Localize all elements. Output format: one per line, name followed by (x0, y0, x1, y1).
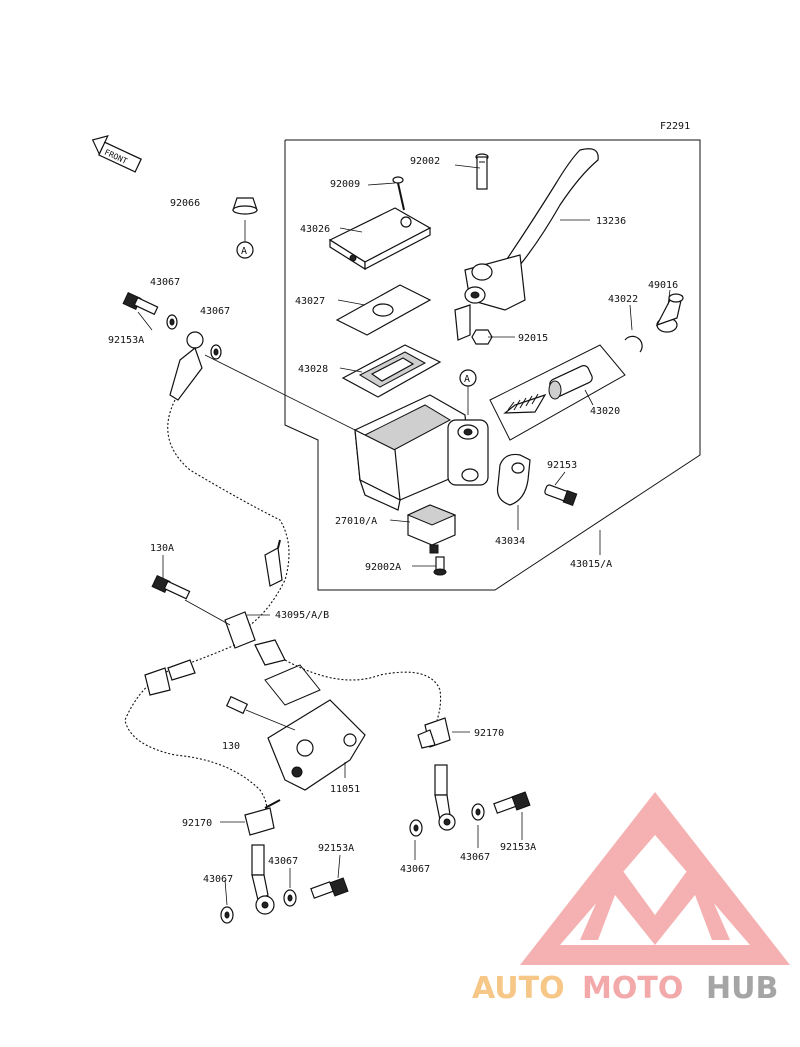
brake-lever-13236 (454, 148, 599, 341)
washer-43067-left1 (220, 906, 234, 924)
bolt-130a (151, 574, 191, 600)
banjo-fitting-upper (169, 331, 204, 401)
banjo-fitting-right (434, 764, 456, 831)
watermark-triangle-inner (560, 835, 750, 945)
ref-marker-a-body: A (459, 369, 477, 415)
diaphragm-43028 (341, 344, 442, 398)
label-92153a-left: 92153A (318, 843, 354, 854)
banjo-bolt-92153a-upper (122, 291, 159, 316)
label-11051: 11051 (330, 784, 360, 795)
banjo-fitting-left (251, 844, 275, 915)
ref-marker-a-body-text: A (464, 374, 470, 385)
hose-fitting-mid (264, 539, 283, 587)
label-43067-upper1: 43067 (150, 277, 180, 288)
banjo-bolt-92153a-right (493, 791, 531, 814)
figure-code: F2291 (660, 121, 690, 132)
hose-fitting-92170-right (417, 717, 451, 749)
hose-guide-box (264, 664, 321, 706)
bolt-92153 (544, 484, 578, 506)
washer-43067-right2 (471, 803, 485, 821)
ref-marker-a-upper-text: A (241, 246, 247, 257)
label-92170-right: 92170 (474, 728, 504, 739)
cap-92066 (232, 197, 258, 215)
brake-hose-right (284, 659, 442, 721)
label-43067-left1: 43067 (203, 874, 233, 885)
front-arrow-icon: FRONT (91, 135, 142, 173)
label-43015a: 43015/A (570, 559, 612, 570)
label-92153: 92153 (547, 460, 577, 471)
brake-hose-upper (167, 399, 290, 626)
bracket-11051 (225, 695, 366, 791)
ref-marker-a-upper: A (236, 220, 254, 259)
master-cylinder-body (354, 394, 489, 511)
label-92153a-upper: 92153A (108, 335, 144, 346)
leader-lines (137, 164, 671, 906)
label-92015: 92015 (518, 333, 548, 344)
label-92153a-right: 92153A (500, 842, 536, 853)
hose-fitting-92170-left (244, 799, 281, 836)
label-92002: 92002 (410, 156, 440, 167)
plate-43027 (335, 284, 432, 336)
label-43095: 43095/A/B (275, 610, 329, 621)
label-92170-left: 92170 (182, 818, 212, 829)
label-13236: 13236 (596, 216, 626, 227)
label-43067-left2: 43067 (268, 856, 298, 867)
label-43027: 43027 (295, 296, 325, 307)
watermark-logo: AUTO MOTO HUB (472, 792, 790, 1006)
clamp-43034 (496, 453, 531, 506)
junction-43095 (184, 599, 286, 666)
label-43034: 43034 (495, 536, 525, 547)
screw-92002a (433, 556, 447, 576)
watermark-m-shape (580, 860, 730, 945)
brake-hose-left (124, 644, 268, 816)
label-130: 130 (222, 741, 240, 752)
hose-fitting-left-top (144, 659, 196, 696)
washer-43067-upper2 (210, 344, 222, 360)
label-43022: 43022 (608, 294, 638, 305)
circlip-43022 (624, 335, 643, 353)
piston-kit-43020 (503, 365, 593, 414)
watermark-text-moto: MOTO (582, 971, 683, 1006)
piston-group-box (489, 344, 626, 441)
watermark-text-hub: HUB (706, 971, 778, 1006)
label-27010a: 27010/A (335, 516, 377, 527)
switch-27010 (406, 504, 457, 554)
label-43067-right2: 43067 (460, 852, 490, 863)
label-130a: 130A (150, 543, 174, 554)
label-92002a: 92002A (365, 562, 401, 573)
assembly-box-43015 (284, 139, 701, 591)
boot-49016 (655, 293, 684, 333)
hose-connection-line (204, 354, 356, 431)
washer-43067-right1 (409, 819, 423, 837)
label-43020: 43020 (590, 406, 620, 417)
nut-92015 (471, 329, 493, 345)
label-43067-right1: 43067 (400, 864, 430, 875)
label-43026: 43026 (300, 224, 330, 235)
washer-43067-left2 (283, 889, 297, 907)
screw-92009 (392, 176, 405, 211)
label-92066: 92066 (170, 198, 200, 209)
label-43028: 43028 (298, 364, 328, 375)
reservoir-cap-43026 (328, 207, 432, 271)
banjo-bolt-92153a-left (310, 877, 349, 899)
label-49016: 49016 (648, 280, 678, 291)
label-43067-upper2: 43067 (200, 306, 230, 317)
washer-43067-upper1 (166, 314, 178, 330)
label-92009: 92009 (330, 179, 360, 190)
watermark-text-auto: AUTO (472, 971, 565, 1006)
pivot-bolt-92002 (475, 153, 489, 190)
